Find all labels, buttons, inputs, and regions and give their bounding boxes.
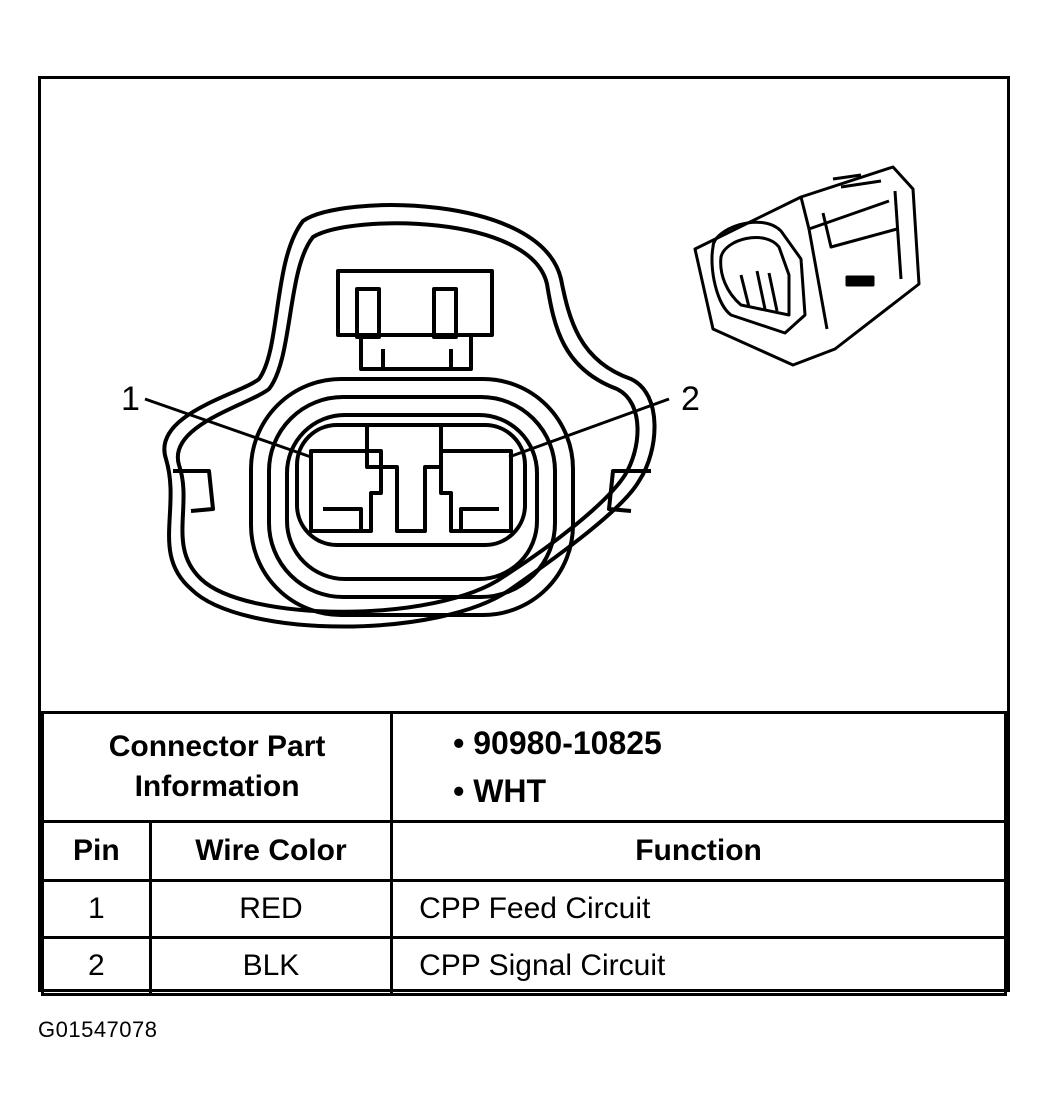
pin-cell: 2 xyxy=(41,936,152,996)
table-row: 1 RED CPP Feed Circuit xyxy=(41,879,1007,939)
figure-id: G01547078 xyxy=(38,1017,158,1042)
connector-part-number: • 90980-10825 xyxy=(453,725,662,761)
header-function: Function xyxy=(390,820,1007,882)
terminal-cavity-pin2 xyxy=(439,449,513,533)
table-row: 2 BLK CPP Signal Circuit xyxy=(41,936,1007,996)
connector-color: • WHT xyxy=(453,773,547,809)
connector-diagram-frame: 1 2 Connector Part Information • 90980-1… xyxy=(38,76,1010,996)
connector-pinout-table: Connector Part Information • 90980-10825… xyxy=(40,711,1007,996)
connector-face-drawing xyxy=(144,165,921,629)
latch-neck xyxy=(359,335,473,371)
connector-drawing-area: 1 2 xyxy=(41,79,1007,711)
pinout-header-row: Pin Wire Color Function xyxy=(41,820,1007,882)
callout-pin2-label: 2 xyxy=(681,380,700,418)
terminal-cavity-pin1 xyxy=(309,449,383,533)
wire-color-cell: RED xyxy=(148,879,394,939)
connector-3d-view xyxy=(693,165,921,367)
seal-ring-middle xyxy=(267,395,557,599)
callout-pin1-label: 1 xyxy=(121,380,140,418)
cavity-frame xyxy=(295,423,527,547)
center-key xyxy=(365,423,443,533)
pin-cell: 1 xyxy=(41,879,152,939)
wire-color-cell: BLK xyxy=(148,936,394,996)
latch-slot-right xyxy=(432,287,458,339)
connector-part-info-values: • 90980-10825 • WHT xyxy=(390,711,1007,823)
header-wire-color: Wire Color xyxy=(148,820,394,882)
housing-ear-right xyxy=(607,469,651,513)
latch-slot-left xyxy=(355,287,381,339)
connector-part-info-label: Connector Part Information xyxy=(40,711,394,823)
seal-ring-outer xyxy=(249,377,575,617)
connector-part-label-line2: Information xyxy=(134,770,300,803)
header-pin: Pin xyxy=(41,820,152,882)
function-cell: CPP Signal Circuit xyxy=(390,936,1007,996)
latch-body xyxy=(336,269,494,337)
seal-ring-inner xyxy=(285,413,539,581)
callout-leader-pin2 xyxy=(508,397,670,459)
function-cell: CPP Feed Circuit xyxy=(390,879,1007,939)
housing-ear-left xyxy=(173,469,215,513)
callout-leader-pin1 xyxy=(144,397,312,459)
connector-part-label-line1: Connector Part xyxy=(108,730,326,763)
housing-inner-outline xyxy=(175,221,640,614)
